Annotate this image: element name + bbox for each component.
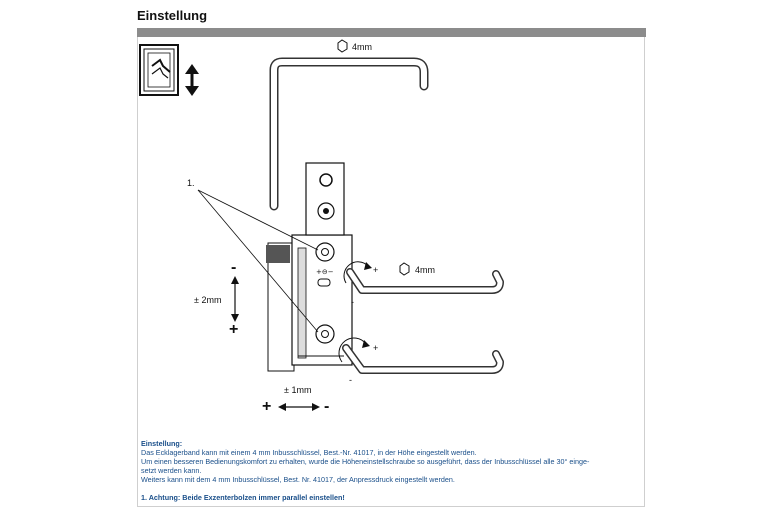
rotation-lower-plus: +	[373, 343, 379, 353]
horizontal-minus: -	[324, 398, 330, 415]
vertical-plus: +	[229, 321, 239, 338]
warning-note: 1. Achtung: Beide Exzenterbolzen immer p…	[141, 493, 345, 502]
instruction-line: Weiters kann mit dem 4 mm Inbusschlüssel…	[141, 475, 455, 484]
vertical-range-label: ± 2mm	[194, 295, 222, 305]
vertical-adjust-arrow	[231, 276, 239, 322]
callout-lines	[197, 189, 319, 333]
hex-key-size-right: 4mm	[415, 265, 435, 275]
content-frame	[137, 37, 645, 507]
instruction-line: Das Ecklagerband kann mit einem 4 mm Inb…	[141, 448, 477, 457]
hex-key-size-top: 4mm	[352, 42, 372, 52]
instructions-heading: Einstellung:	[141, 439, 183, 448]
hex-key-upper	[343, 261, 504, 294]
title-bar	[137, 28, 646, 37]
instruction-line: setzt werden kann.	[141, 466, 202, 475]
horizontal-plus: +	[262, 398, 272, 415]
window-frame-icon	[139, 44, 179, 96]
vertical-arrow-icon	[185, 64, 199, 96]
rotation-upper-plus: +	[373, 265, 379, 275]
horizontal-range-label: ± 1mm	[284, 385, 312, 395]
rotation-lower-minus: -	[349, 375, 352, 385]
hex-key-lower	[338, 337, 504, 374]
svg-text:+⊖−: +⊖−	[316, 268, 334, 276]
hinge-body: +⊖−	[266, 162, 353, 372]
callout-number: 1.	[187, 178, 195, 188]
rotation-upper-minus: -	[351, 297, 354, 307]
instructions-block: Einstellung: Das Ecklagerband kann mit e…	[141, 439, 641, 502]
vertical-minus: -	[231, 259, 237, 276]
instruction-line: Um einen besseren Bedienungskomfort zu e…	[141, 457, 590, 466]
horizontal-adjust-arrow	[278, 403, 320, 411]
hexagon-icon	[399, 262, 410, 276]
hex-key-top	[269, 57, 429, 211]
page-title: Einstellung	[137, 8, 208, 23]
hexagon-icon	[337, 39, 348, 53]
